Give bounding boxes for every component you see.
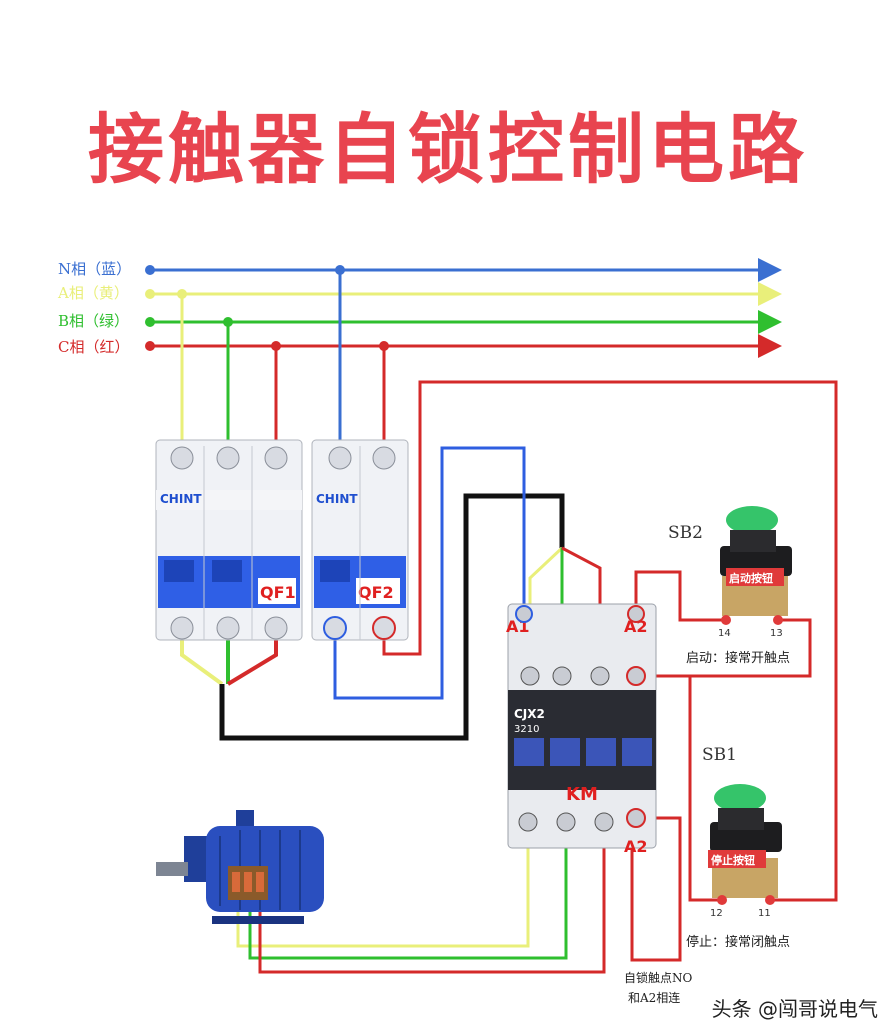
breaker-qf1[interactable]: CHINT QF1	[155, 439, 303, 641]
contactor-label: KM	[566, 784, 598, 805]
start-button-sb2[interactable]: 启动按钮 14 13	[718, 506, 792, 639]
sb2-plate: 启动按钮	[729, 571, 773, 585]
phase-label-c: C相（红）	[58, 338, 129, 356]
stop-button-sb1[interactable]: 停止按钮 12 11	[708, 784, 782, 919]
qf1-brand: CHINT	[160, 492, 202, 506]
self-lock-note-1: 自锁触点NO	[624, 970, 693, 985]
sb1-pin-11: 11	[758, 908, 771, 919]
breaker-qf2[interactable]: CHINT QF2	[311, 439, 409, 641]
contactor-brand: CJX2	[514, 707, 545, 721]
phase-label-b: B相（绿）	[58, 312, 129, 330]
qf1-label: QF1	[260, 583, 296, 602]
qf2-brand: CHINT	[316, 492, 358, 506]
sb2-label: SB2	[668, 523, 703, 543]
self-lock-note-2: 和A2相连	[628, 990, 680, 1005]
sb2-pin-14: 14	[718, 628, 731, 639]
contactor-model: 3210	[514, 724, 539, 735]
contactor-a2-bottom-label: A2	[624, 837, 648, 856]
sb2-pin-13: 13	[770, 628, 783, 639]
bus-lines	[145, 258, 782, 358]
sb1-plate: 停止按钮	[711, 853, 755, 867]
contactor-wires	[528, 546, 812, 962]
sb1-note: 停止：接常闭触点	[686, 934, 790, 950]
phase-label-n: N相（蓝）	[58, 260, 131, 278]
sb1-pin-12: 12	[710, 908, 723, 919]
phase-label-a: A相（黄）	[57, 284, 129, 302]
motor	[156, 810, 324, 924]
contactor-km[interactable]: CJX2 3210 KM A1 A2 A2	[506, 603, 657, 856]
qf2-label: QF2	[358, 583, 394, 602]
sb1-label: SB1	[702, 745, 737, 765]
contactor-a2-top-label: A2	[624, 617, 648, 636]
diagram-title: 接触器自锁控制电路	[88, 105, 808, 194]
watermark: 头条 @闯哥说电气	[711, 997, 878, 1021]
sb2-note: 启动：接常开触点	[686, 650, 790, 666]
breaker-feed-wires	[180, 270, 386, 458]
